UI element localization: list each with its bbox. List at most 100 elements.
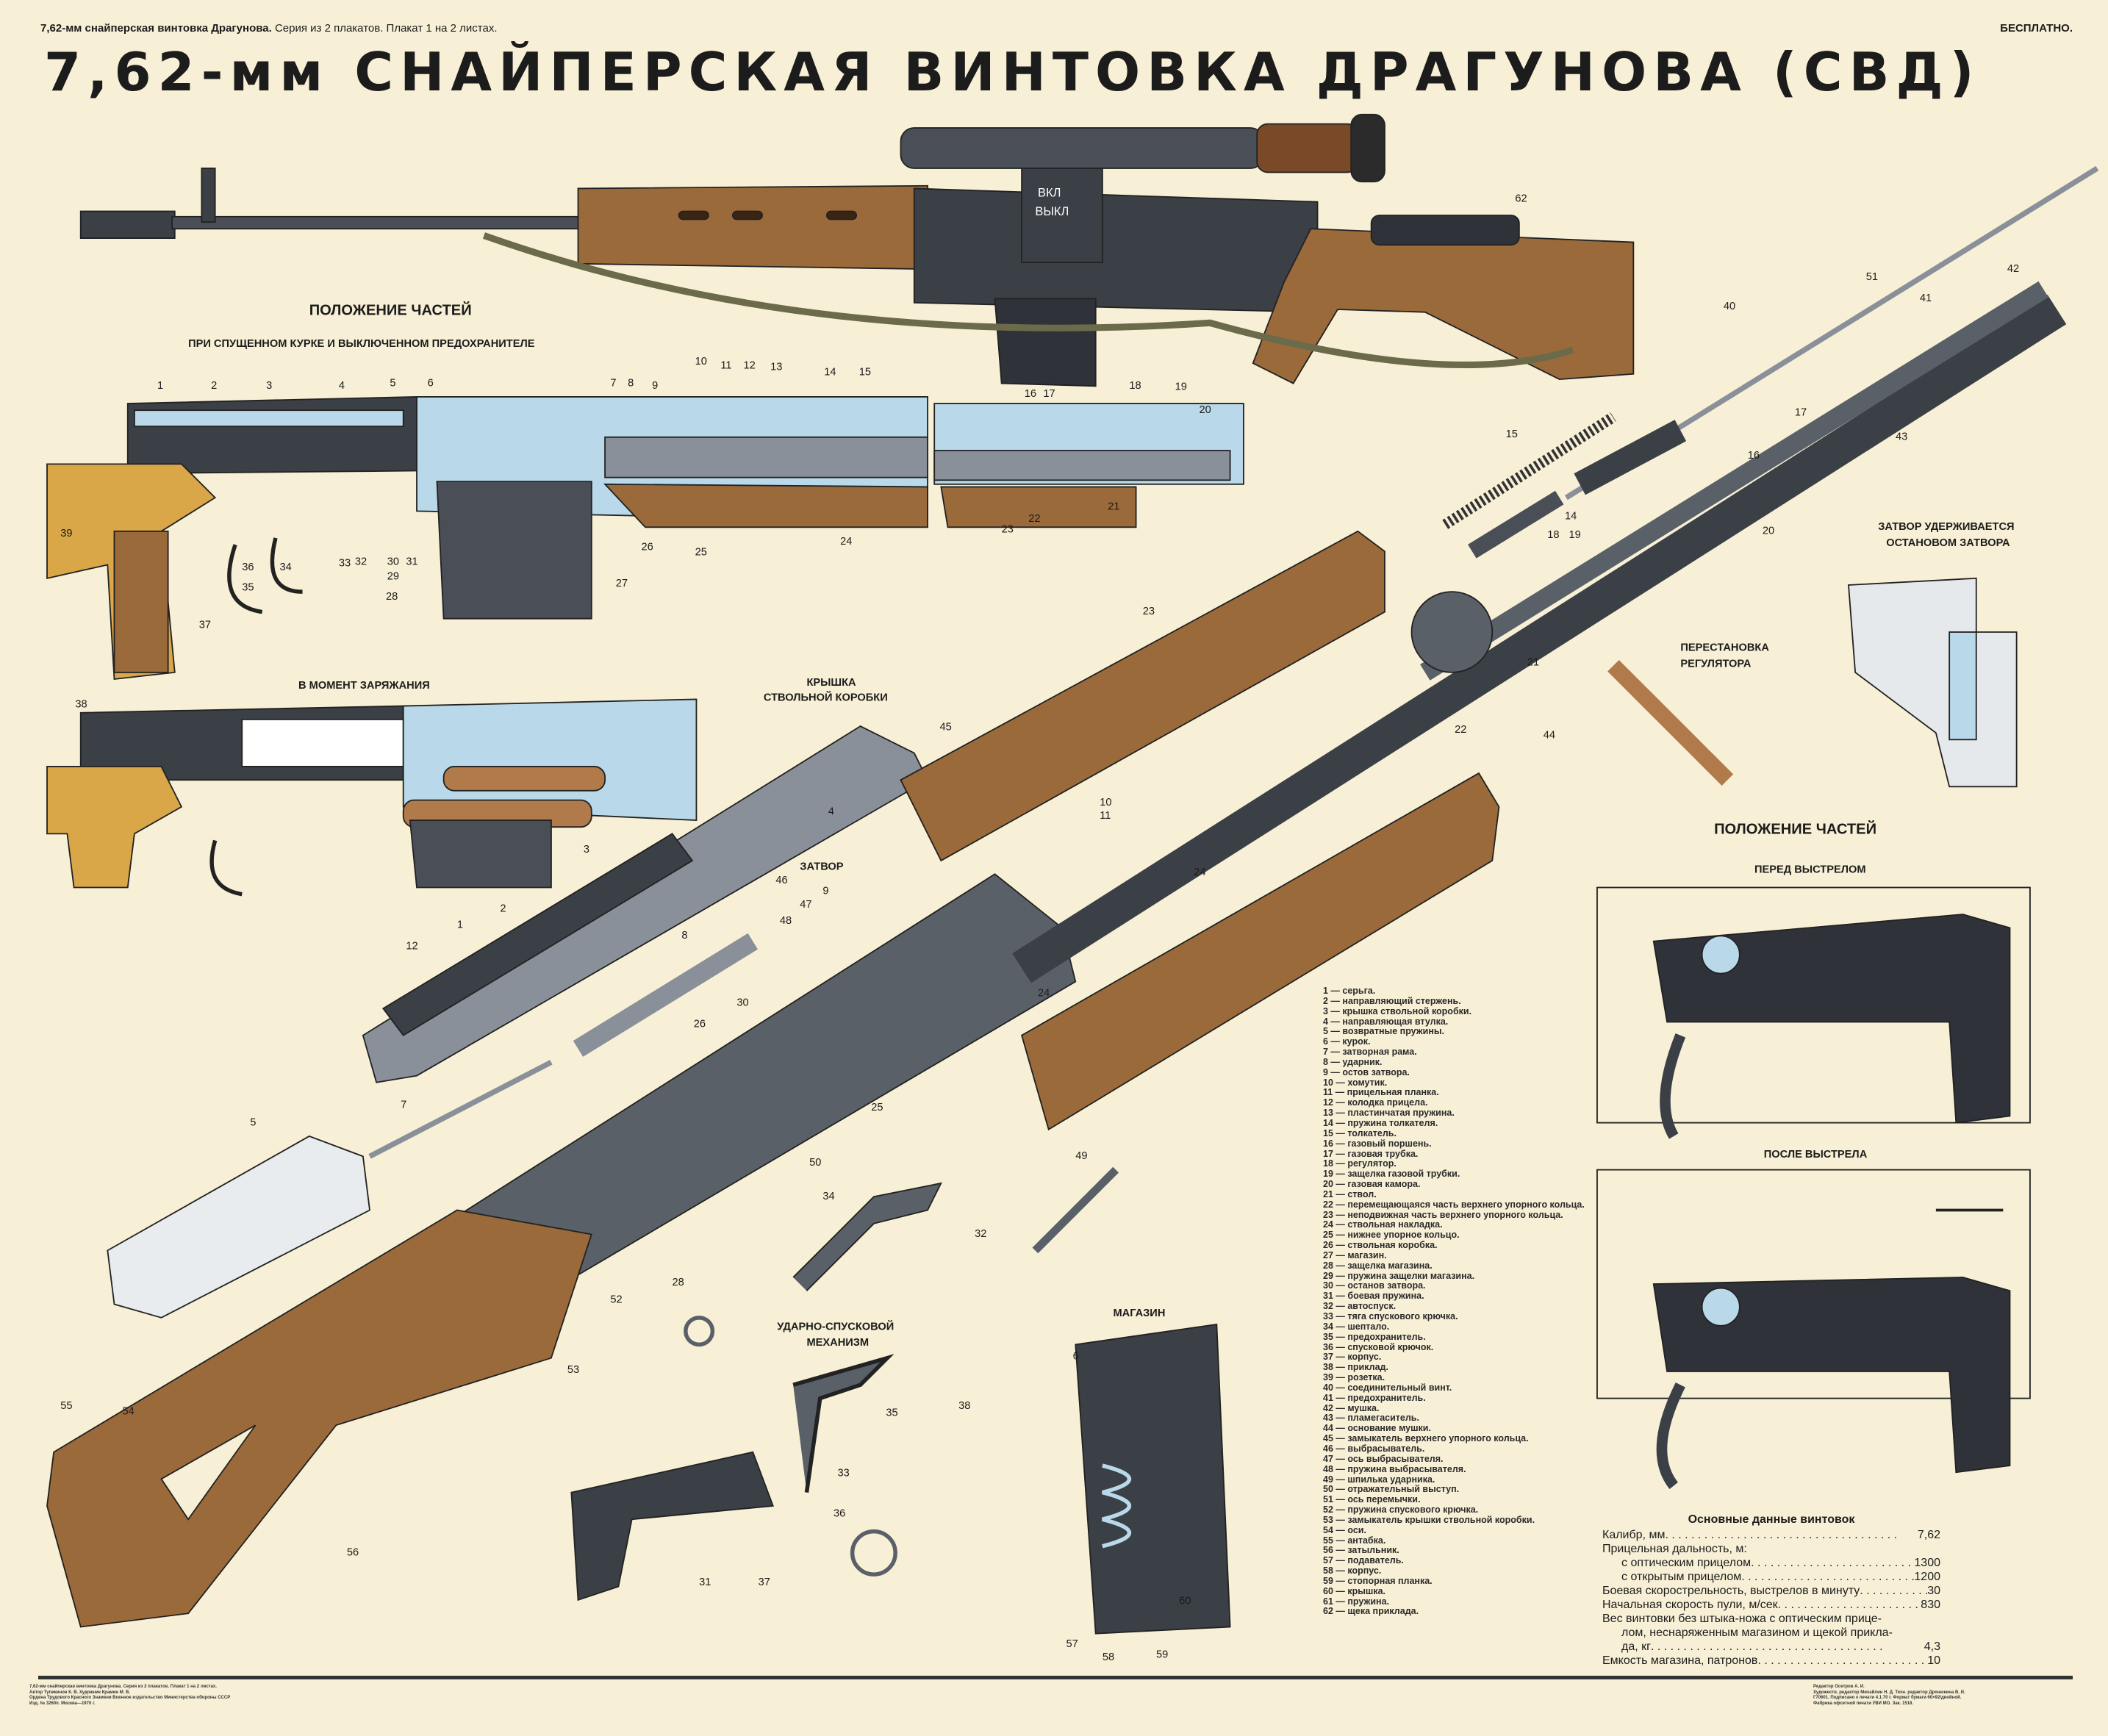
part-callout: 45 <box>940 722 952 734</box>
scope-off-label: ВЫКЛ <box>1035 205 1069 218</box>
part-callout: 50 <box>809 1157 821 1169</box>
part-callout: 4 <box>828 806 834 818</box>
spec-row: Прицельная дальность, м: <box>1602 1542 1940 1556</box>
part-callout: 7 <box>401 1099 406 1111</box>
part-callout: 32 <box>355 556 367 568</box>
heading-bolt-stop-2: ОСТАНОВОМ ЗАТВОРА <box>1886 537 2010 549</box>
part-callout: 34 <box>279 562 291 573</box>
part-callout: 3 <box>584 844 589 856</box>
part-callout: 10 <box>1100 797 1111 808</box>
legend-item: 55 — антабка. <box>1323 1535 1386 1546</box>
heading-bolt: ЗАТВОР <box>800 861 844 873</box>
spec-label: с открытым прицелом <box>1621 1571 1742 1583</box>
footer-line: Г70601. Подписано к печати 4.1.70 г. Фор… <box>1813 1696 1962 1700</box>
part-callout: 53 <box>567 1364 579 1376</box>
legend-item: 10 — хомутик. <box>1323 1077 1388 1088</box>
legend-item: 45 — замыкатель верхнего упорного кольца… <box>1323 1433 1529 1444</box>
legend-item: 12 — колодка прицела. <box>1323 1097 1428 1108</box>
specs-title: Основные данные винтовок <box>1688 1513 1855 1526</box>
spec-value: 1300 <box>1914 1557 1940 1569</box>
part-callout: 5 <box>390 377 395 389</box>
footer-line: Редактор Осетров А. И. <box>1813 1685 1865 1689</box>
heading-trigger-2: МЕХАНИЗМ <box>806 1337 869 1349</box>
part-callout: 41 <box>1920 293 1932 304</box>
part-callout: 31 <box>699 1577 711 1588</box>
part-callout: 24 <box>1194 867 1205 878</box>
spec-label: да, кг <box>1621 1640 1651 1653</box>
part-callout: 56 <box>347 1547 359 1559</box>
legend-item: 40 — соединительный винт. <box>1323 1382 1452 1393</box>
legend-item: 60 — крышка. <box>1323 1585 1386 1596</box>
part-callout: 24 <box>1038 988 1050 1000</box>
part-callout: 57 <box>1066 1638 1078 1650</box>
part-callout: 48 <box>780 915 792 927</box>
heading-cover-1: КРЫШКА <box>806 677 856 689</box>
part-callout: 43 <box>1896 431 1907 442</box>
legend-item: 36 — спусковой крючок. <box>1323 1341 1434 1352</box>
legend-item: 8 — ударник. <box>1323 1056 1383 1067</box>
spec-dots <box>1665 1528 1917 1542</box>
legend-item: 29 — пружина защелки магазина. <box>1323 1270 1475 1281</box>
part-callout: 8 <box>681 930 687 941</box>
part-callout: 51 <box>1866 271 1878 283</box>
legend-item: 34 — шептало. <box>1323 1321 1390 1332</box>
part-callout: 17 <box>1043 388 1055 400</box>
legend-item: 38 — приклад. <box>1323 1362 1388 1373</box>
spec-label: Калибр, мм <box>1602 1529 1666 1541</box>
spec-label: Начальная скорость пули, м/сек <box>1602 1599 1778 1611</box>
spec-value: 7,62 <box>1917 1529 1940 1541</box>
spec-row: да, кг4,3 <box>1602 1640 1940 1654</box>
spec-dots <box>1651 1640 1924 1654</box>
series-note-bold: 7,62-мм снайперская винтовка Драгунова. <box>40 22 272 35</box>
part-callout: 18 <box>1547 529 1559 541</box>
part-callout: 29 <box>387 571 399 583</box>
part-callout: 23 <box>1143 606 1155 617</box>
footer-line: Ордена Трудового Красного Знамени Военно… <box>29 1696 231 1700</box>
part-callout: 5 <box>250 1116 256 1128</box>
legend-item: 25 — нижнее упорное кольцо. <box>1323 1230 1460 1241</box>
part-callout: 22 <box>1028 513 1040 525</box>
part-callout: 15 <box>859 367 871 379</box>
part-callout: 42 <box>2007 263 2019 275</box>
legend-item: 22 — перемещающаяся часть верхнего упорн… <box>1323 1199 1585 1210</box>
part-callout: 3 <box>266 380 272 392</box>
spec-label: Емкость магазина, патронов <box>1602 1654 1758 1667</box>
part-callout: 9 <box>652 380 658 392</box>
part-callout: 20 <box>1763 525 1774 537</box>
part-callout: 39 <box>60 528 72 539</box>
series-note-rest: Серия из 2 плакатов. Плакат 1 на 2 листа… <box>274 22 498 35</box>
legend-item: 23 — неподвижная часть верхнего упорного… <box>1323 1209 1563 1220</box>
footer-line: Изд. № 3260п. Москва—1970 г. <box>29 1701 96 1706</box>
legend-item: 32 — автоспуск. <box>1323 1301 1397 1312</box>
part-callout: 31 <box>406 556 417 568</box>
legend-item: 39 — розетка. <box>1323 1372 1385 1383</box>
spec-row: Начальная скорость пули, м/сек830 <box>1602 1598 1940 1612</box>
heading-regulator-1: ПЕРЕСТАНОВКА <box>1680 642 1769 654</box>
legend-item: 50 — отражательный выступ. <box>1323 1484 1460 1495</box>
legend-item: 14 — пружина толкателя. <box>1323 1117 1438 1128</box>
part-callout: 54 <box>122 1406 134 1418</box>
legend-item: 27 — магазин. <box>1323 1249 1387 1260</box>
spec-row: с открытым прицелом1200 <box>1602 1570 1940 1584</box>
exploded-parts <box>46 165 2099 1635</box>
spec-row: Боевая скорострельность, выстрелов в мин… <box>1602 1584 1940 1598</box>
part-callout: 32 <box>975 1228 986 1240</box>
part-callout: 62 <box>1515 193 1527 205</box>
legend-item: 51 — ось перемычки. <box>1323 1494 1421 1505</box>
part-callout: 19 <box>1569 529 1581 541</box>
right-diagrams <box>1596 577 2031 1490</box>
legend-item: 2 — направляющий стержень. <box>1323 995 1461 1006</box>
free-label: БЕСПЛАТНО. <box>2000 22 2073 35</box>
legend-item: 21 — ствол. <box>1323 1188 1377 1199</box>
part-callout: 21 <box>1527 657 1539 669</box>
legend-item: 58 — корпус. <box>1323 1565 1382 1577</box>
spec-row: Калибр, мм 7,62 <box>1602 1528 1940 1542</box>
legend-item: 18 — регулятор. <box>1323 1158 1397 1169</box>
part-callout: 37 <box>199 620 211 631</box>
legend-item: 4 — направляющая втулка. <box>1323 1016 1449 1027</box>
spec-label: с оптическим прицелом <box>1621 1557 1752 1569</box>
heading-trigger-1: УДАРНО-СПУСКОВОЙ <box>777 1319 894 1333</box>
part-callout: 28 <box>386 591 398 603</box>
heading-after-shot: ПОСЛЕ ВЫСТРЕЛА <box>1764 1149 1868 1161</box>
